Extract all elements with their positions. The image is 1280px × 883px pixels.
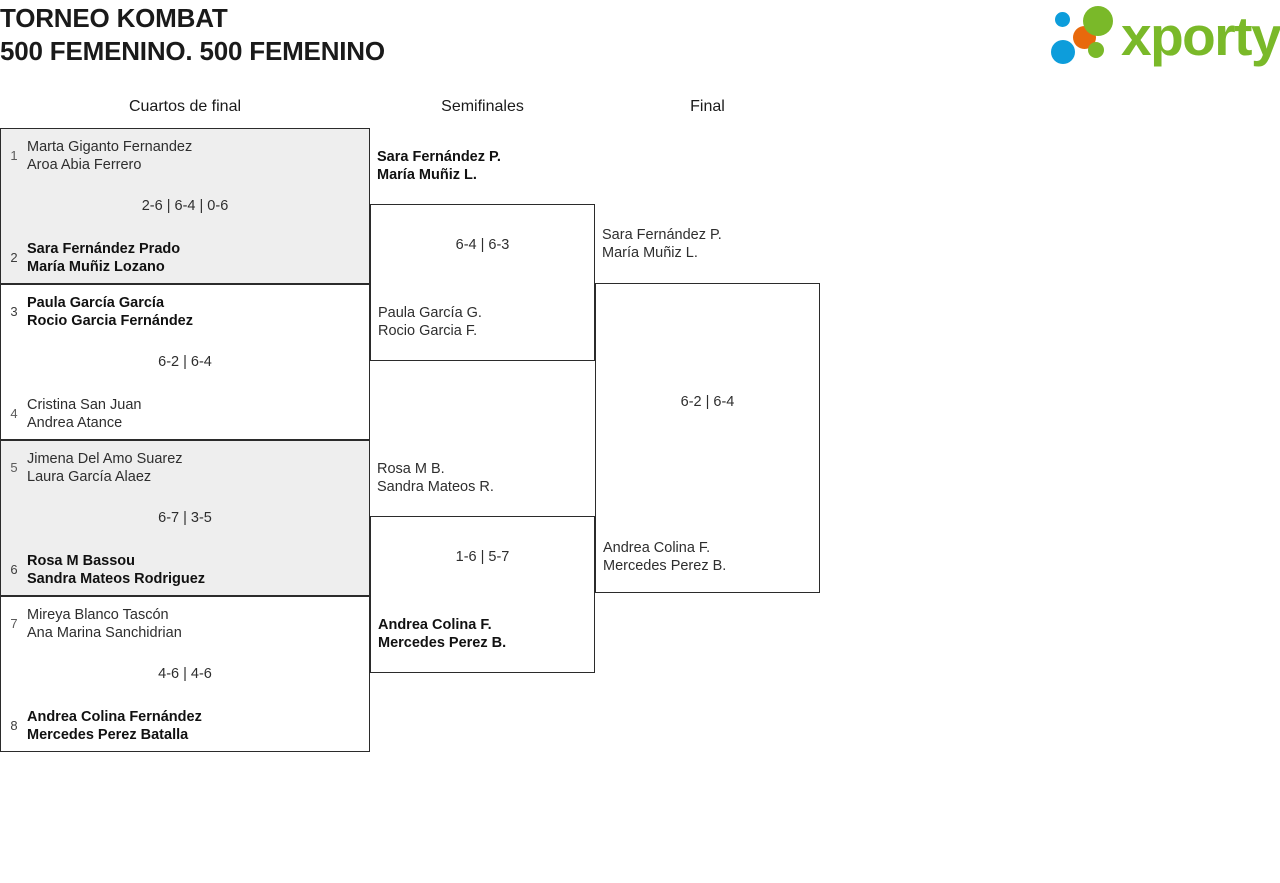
match-card-sf-1[interactable]: 6-4 | 6-3 Paula García G. Rocio Garcia F…	[370, 204, 595, 361]
match-card-qf-2[interactable]: 3 Paula García García Rocio Garcia Ferná…	[0, 284, 370, 440]
player-name: Mercedes Perez Batalla	[27, 727, 189, 743]
sf2-team-bottom[interactable]: Andrea Colina F. Mercedes Perez B.	[378, 616, 590, 652]
qf2-top-players: Paula García García Rocio Garcia Fernánd…	[27, 294, 369, 330]
player-name: Andrea Atance	[27, 415, 123, 431]
qf1-bottom-seed: 2	[10, 250, 18, 265]
qf2-bottom-seed: 4	[10, 406, 18, 421]
qf1-score: 2-6 | 6-4 | 0-6	[141, 198, 229, 214]
match-card-final[interactable]: 6-2 | 6-4 Andrea Colina F. Mercedes Pere…	[595, 283, 820, 593]
match-card-qf-3[interactable]: 5 Jimena Del Amo Suarez Laura García Ala…	[0, 440, 370, 596]
sf1-score: 6-4 | 6-3	[455, 237, 510, 253]
match-card-sf-2[interactable]: 1-6 | 5-7 Andrea Colina F. Mercedes Pere…	[370, 516, 595, 673]
qf1-team-bottom[interactable]: 2 Sara Fernández Prado María Muñiz Lozan…	[1, 240, 369, 276]
qf1-team-top[interactable]: 1 Marta Giganto Fernandez Aroa Abia Ferr…	[1, 138, 369, 174]
qf2-bottom-players: Cristina San Juan Andrea Atance	[27, 396, 369, 432]
qf4-top-players: Mireya Blanco Tascón Ana Marina Sanchidr…	[27, 606, 369, 642]
page-header: TORNEO KOMBAT 500 FEMENINO. 500 FEMENINO…	[0, 0, 1280, 80]
qf4-bottom-players: Andrea Colina Fernández Mercedes Perez B…	[27, 708, 369, 744]
player-name: Mercedes Perez B.	[603, 558, 727, 574]
player-name: Sara Fernández P.	[377, 149, 501, 165]
qf1-top-players: Marta Giganto Fernandez Aroa Abia Ferrer…	[27, 138, 369, 174]
player-name: Rocio Garcia F.	[378, 323, 478, 339]
player-name: Rosa M B.	[377, 461, 445, 477]
sf2-team-top[interactable]: Rosa M B. Sandra Mateos R.	[377, 460, 589, 496]
qf1-bottom-players: Sara Fernández Prado María Muñiz Lozano	[27, 240, 369, 276]
player-name: Sandra Mateos Rodriguez	[27, 571, 206, 587]
logo-dot-green-large-icon	[1083, 6, 1113, 36]
player-name: Marta Giganto Fernandez	[27, 139, 193, 155]
player-name: Sandra Mateos R.	[377, 479, 494, 495]
player-name: Rosa M Bassou	[27, 553, 135, 569]
player-name: Sara Fernández Prado	[27, 241, 181, 257]
player-name: Paula García G.	[378, 305, 482, 321]
qf4-team-bottom[interactable]: 8 Andrea Colina Fernández Mercedes Perez…	[1, 708, 369, 744]
logo-dot-green-small-icon	[1088, 42, 1104, 58]
player-name: Sara Fernández P.	[602, 227, 722, 243]
player-name: Andrea Colina F.	[378, 617, 492, 633]
logo-dots-icon	[1048, 4, 1126, 68]
qf4-team-top[interactable]: 7 Mireya Blanco Tascón Ana Marina Sanchi…	[1, 606, 369, 642]
final-team-top[interactable]: Sara Fernández P. María Muñiz L.	[602, 226, 814, 262]
logo-wordmark: xporty	[1121, 5, 1280, 67]
player-name: Ana Marina Sanchidrian	[27, 625, 182, 641]
player-name: María Muñiz L.	[377, 167, 477, 183]
qf2-score: 6-2 | 6-4	[158, 354, 212, 370]
sf2-score: 1-6 | 5-7	[455, 549, 510, 565]
sf1-team-top[interactable]: Sara Fernández P. María Muñiz L.	[377, 148, 589, 184]
final-score: 6-2 | 6-4	[680, 394, 735, 410]
match-card-qf-4[interactable]: 7 Mireya Blanco Tascón Ana Marina Sanchi…	[0, 596, 370, 752]
sf1-team-bottom[interactable]: Paula García G. Rocio Garcia F.	[378, 304, 590, 340]
qf3-top-players: Jimena Del Amo Suarez Laura García Alaez	[27, 450, 369, 486]
player-name: Rocio Garcia Fernández	[27, 313, 193, 329]
final-team-bottom[interactable]: Andrea Colina F. Mercedes Perez B.	[603, 539, 815, 575]
logo-dot-blue-large-icon	[1051, 40, 1075, 64]
tournament-title: TORNEO KOMBAT 500 FEMENINO. 500 FEMENINO	[0, 2, 385, 68]
qf4-score: 4-6 | 4-6	[158, 666, 212, 682]
qf2-team-bottom[interactable]: 4 Cristina San Juan Andrea Atance	[1, 396, 369, 432]
qf2-team-top[interactable]: 3 Paula García García Rocio Garcia Ferná…	[1, 294, 369, 330]
qf3-bottom-players: Rosa M Bassou Sandra Mateos Rodriguez	[27, 552, 369, 588]
player-name: Aroa Abia Ferrero	[27, 157, 142, 173]
player-name: Mercedes Perez B.	[378, 635, 507, 651]
qf3-team-bottom[interactable]: 6 Rosa M Bassou Sandra Mateos Rodriguez	[1, 552, 369, 588]
player-name: Paula García García	[27, 295, 165, 311]
qf3-score: 6-7 | 3-5	[158, 510, 212, 526]
tournament-name: TORNEO KOMBAT	[0, 3, 228, 33]
player-name: Laura García Alaez	[27, 469, 152, 485]
player-name: Jimena Del Amo Suarez	[27, 451, 183, 467]
qf2-top-seed: 3	[10, 304, 18, 319]
qf1-top-seed: 1	[10, 148, 18, 163]
qf3-top-seed: 5	[10, 460, 18, 475]
player-name: Mireya Blanco Tascón	[27, 607, 169, 623]
player-name: Andrea Colina F.	[603, 540, 711, 556]
round-header-final: Final	[690, 98, 725, 115]
qf3-team-top[interactable]: 5 Jimena Del Amo Suarez Laura García Ala…	[1, 450, 369, 486]
round-header-quarterfinals: Cuartos de final	[128, 98, 242, 115]
match-card-qf-1[interactable]: 1 Marta Giganto Fernandez Aroa Abia Ferr…	[0, 128, 370, 284]
tournament-category: 500 FEMENINO. 500 FEMENINO	[0, 36, 385, 66]
qf3-bottom-seed: 6	[10, 562, 18, 577]
player-name: María Muñiz Lozano	[27, 259, 165, 275]
xporty-logo[interactable]: xporty	[1048, 4, 1280, 68]
qf4-top-seed: 7	[10, 616, 18, 631]
player-name: Cristina San Juan	[27, 397, 142, 413]
player-name: María Muñiz L.	[602, 245, 698, 261]
round-header-semifinals: Semifinales	[441, 98, 524, 115]
qf4-bottom-seed: 8	[10, 718, 18, 733]
logo-dot-blue-small-icon	[1055, 12, 1070, 27]
player-name: Andrea Colina Fernández	[27, 709, 202, 725]
